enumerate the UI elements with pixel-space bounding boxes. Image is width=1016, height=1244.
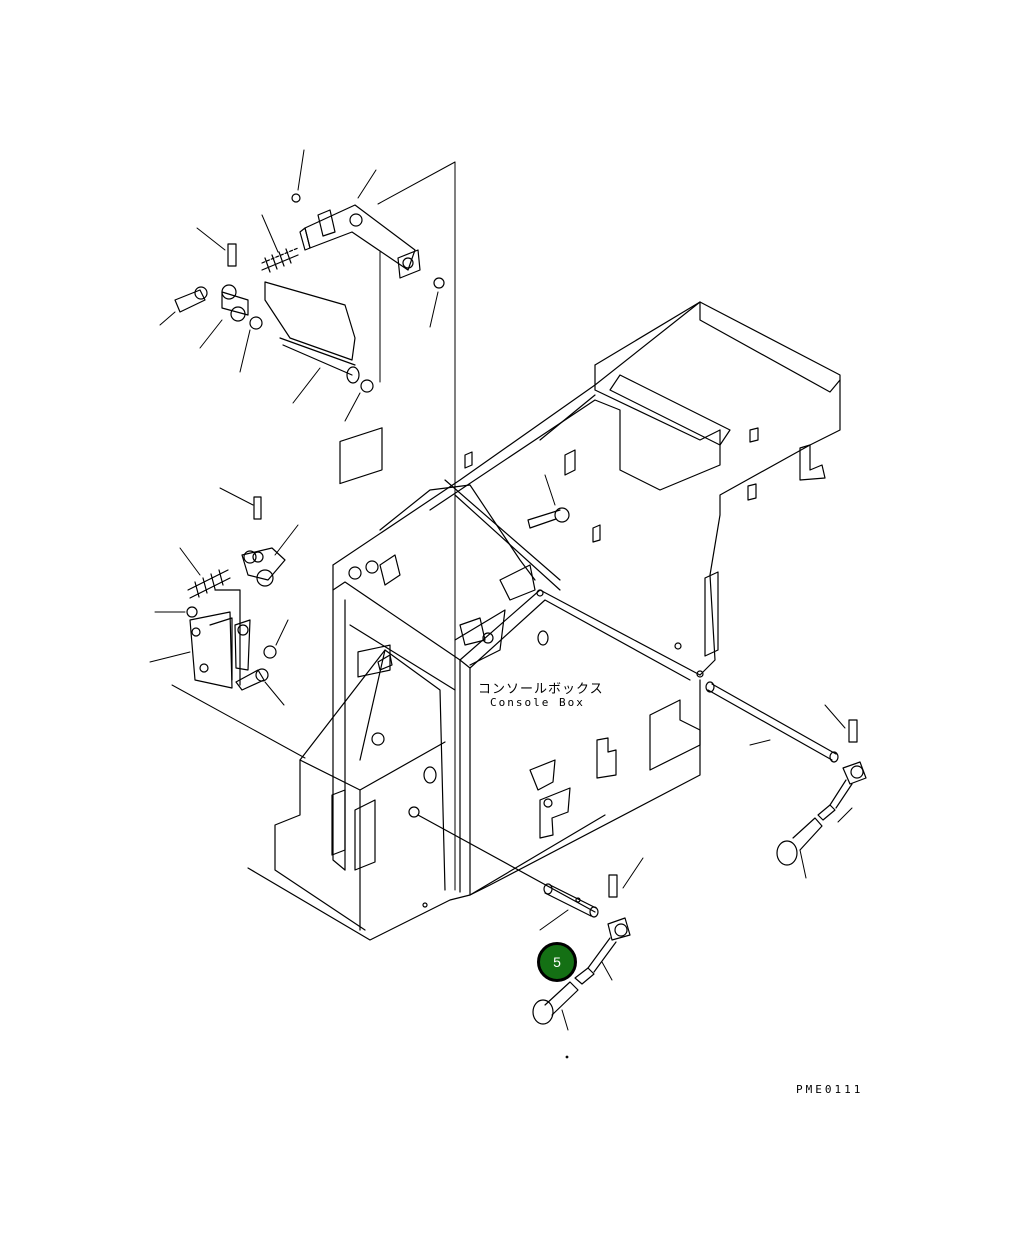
- console-box-label-jp: コンソールボックス: [478, 682, 604, 697]
- part-callout-number: 5: [553, 954, 561, 970]
- console-box-label-en: Console Box: [490, 696, 585, 709]
- middle-bracket-assembly: [149, 487, 299, 706]
- reference-lines: [171, 161, 456, 891]
- lower-shaft-assembly: [417, 814, 644, 1059]
- drawing-code: PME0111: [796, 1083, 864, 1096]
- part-callout-5[interactable]: 5: [537, 942, 577, 982]
- console-box-frame: [247, 301, 841, 941]
- right-shaft-assembly: [705, 681, 867, 879]
- upper-bracket-assembly: [159, 149, 445, 422]
